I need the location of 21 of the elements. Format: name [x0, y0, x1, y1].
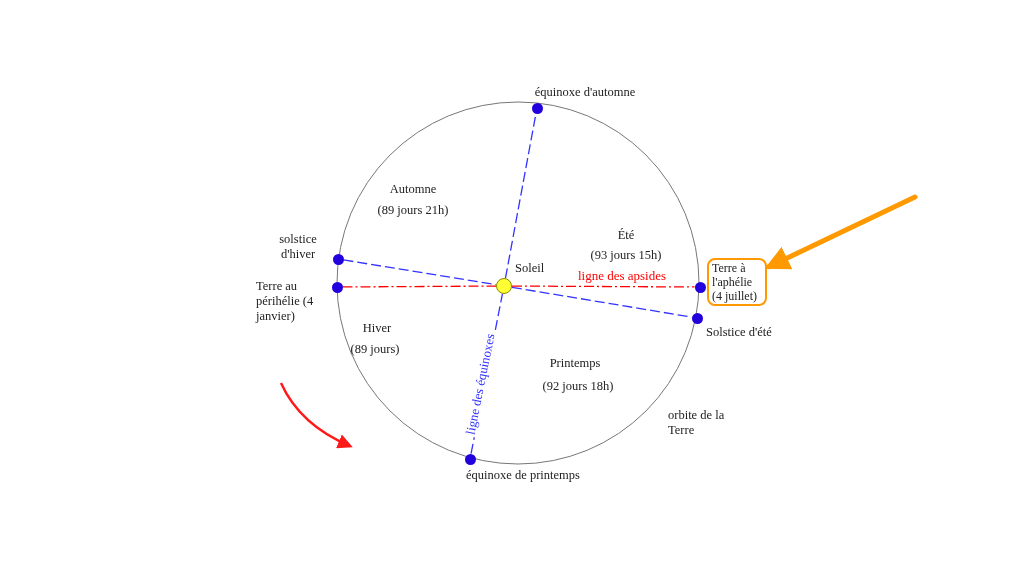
point-label: Terre au périhélie (4 janvier) — [256, 279, 315, 324]
point-label: équinoxe de printemps — [465, 468, 581, 483]
season-label: (93 jours 15h) — [589, 248, 663, 263]
point-label: Terre à l'aphélie (4 juillet) — [712, 261, 758, 303]
dashed-line — [342, 259, 497, 286]
edge-label: ligne des équinoxes — [462, 330, 498, 438]
point-label: Solstice d'été — [706, 325, 773, 340]
label-box — [707, 258, 767, 306]
season-label: Été — [616, 228, 636, 243]
point-label: solstice d'hiver — [278, 232, 318, 262]
orbit-label: orbite de la Terre — [668, 408, 726, 438]
season-label: Hiver — [361, 321, 393, 336]
season-label: Printemps — [548, 356, 602, 371]
dashed-line — [511, 285, 696, 288]
point-label: Soleil — [515, 261, 546, 276]
season-label: Automne — [388, 182, 438, 197]
season-label: (89 jours) — [349, 342, 401, 357]
point-label: équinoxe d'automne — [533, 85, 637, 100]
dashed-line — [341, 285, 497, 288]
season-label: (92 jours 18h) — [541, 379, 615, 394]
season-label: (89 jours 21h) — [376, 203, 450, 218]
